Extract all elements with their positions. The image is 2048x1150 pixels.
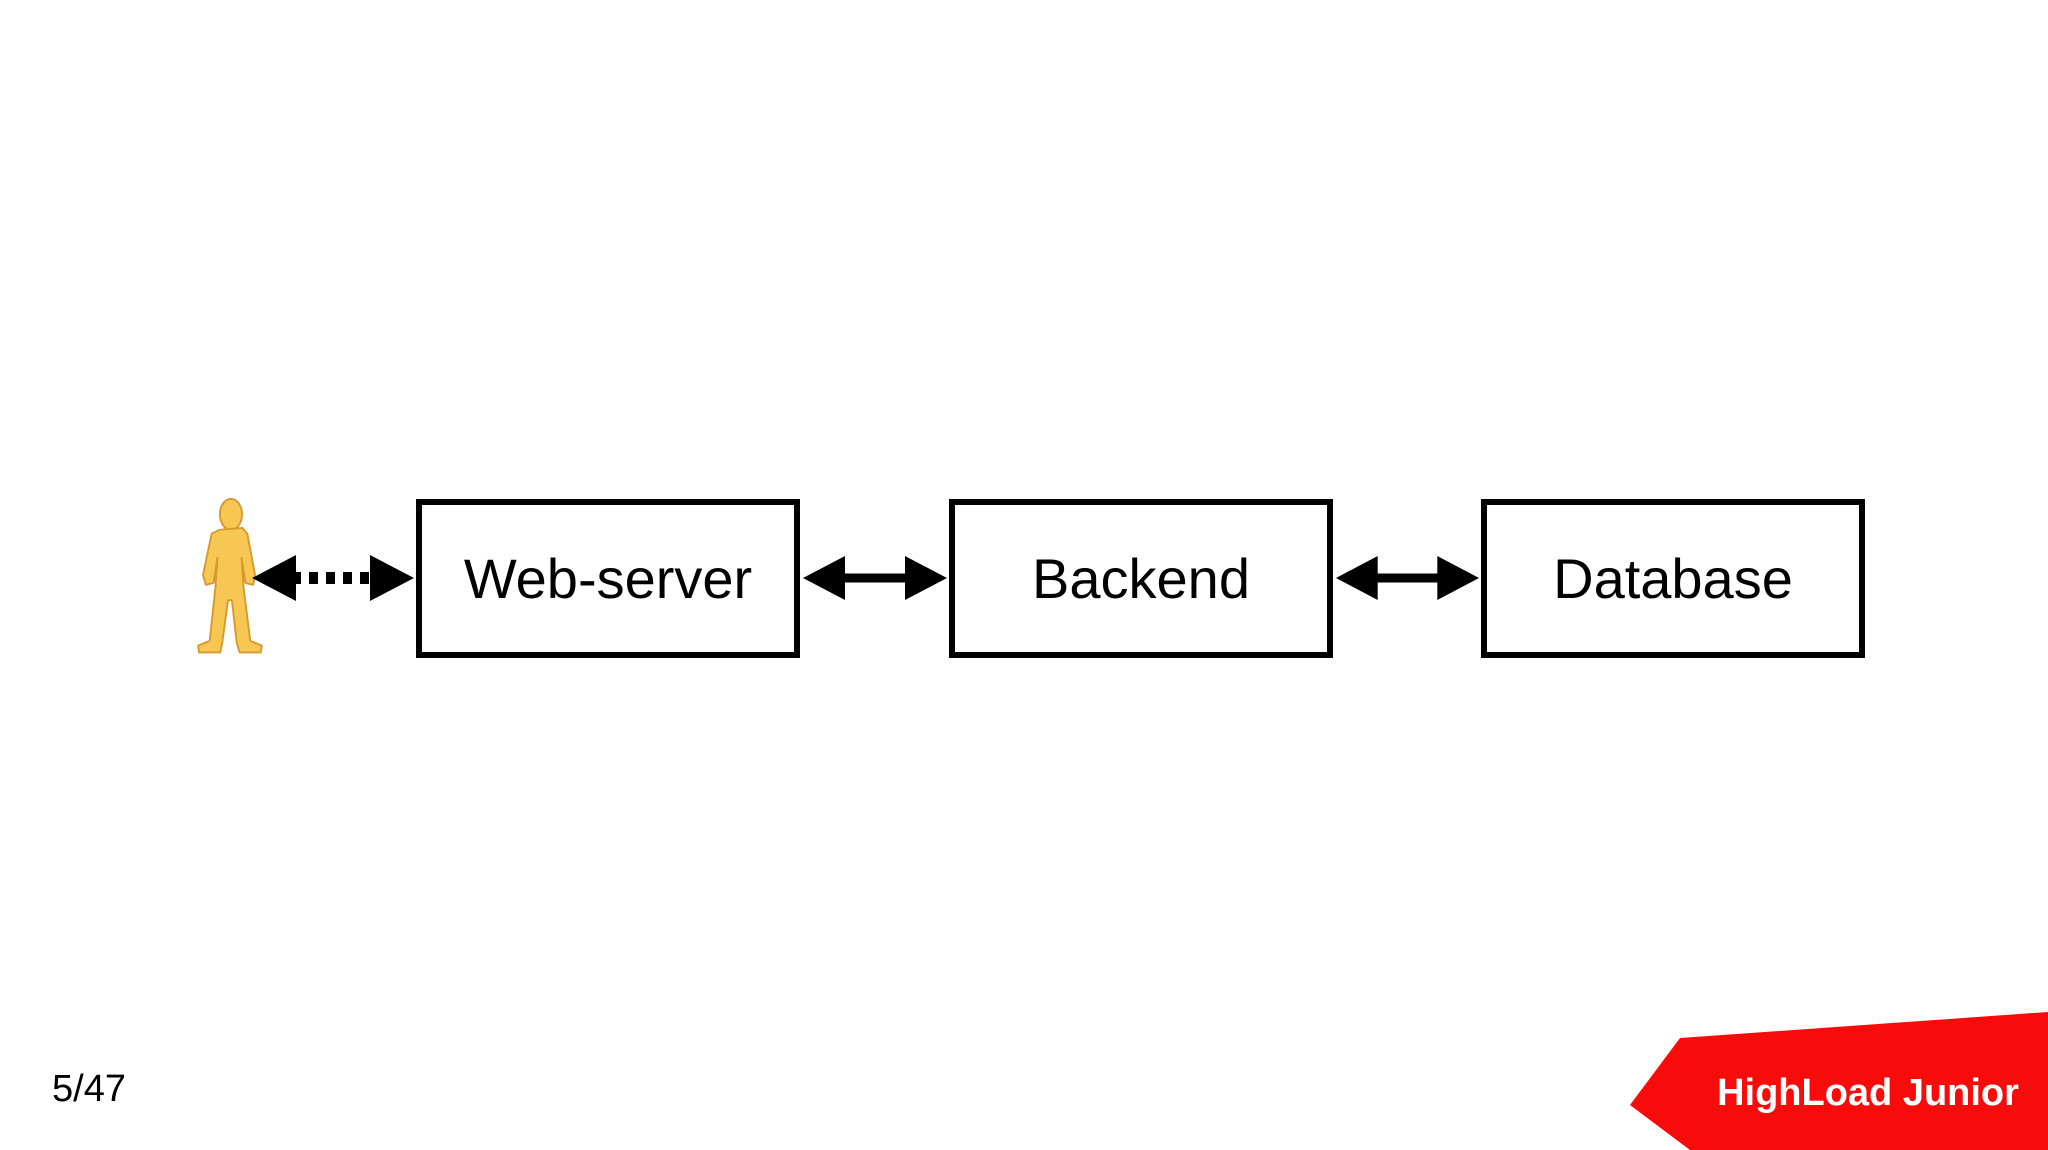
node-web-server-label: Web-server xyxy=(463,547,753,610)
page-number: 5/47 xyxy=(52,1068,126,1110)
logo-text: HighLoad Junior xyxy=(1717,1072,2019,1114)
dotted-double-arrow-user-webserver xyxy=(252,555,414,601)
node-database-label: Database xyxy=(1553,547,1793,610)
logo-banner: HighLoad Junior xyxy=(1620,1000,2048,1150)
person-icon xyxy=(197,498,263,654)
double-arrow-backend-database xyxy=(1335,556,1480,600)
node-web-server: Web-server xyxy=(416,499,800,658)
node-backend-label: Backend xyxy=(1032,547,1250,610)
double-arrow-webserver-backend xyxy=(803,556,947,600)
node-backend: Backend xyxy=(949,499,1333,658)
logo-banner-shape xyxy=(1630,1012,2048,1150)
node-database: Database xyxy=(1481,499,1865,658)
